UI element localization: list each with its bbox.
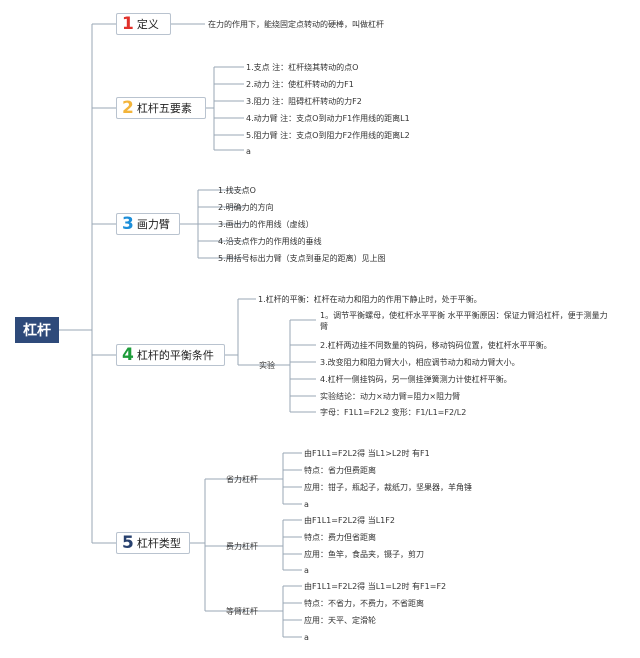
list-item: 3.阻力 注：阻碍杠杆转动的力F2 <box>246 97 362 106</box>
list-item: a <box>304 566 309 575</box>
lever-type-label: 费力杠杆 <box>226 542 258 551</box>
topic-number: 2 <box>122 97 134 118</box>
list-item: a <box>304 633 309 642</box>
list-item: 由F1L1=F2L2得 当L1F2 <box>304 516 395 525</box>
list-item: 2.动力 注：使杠杆转动的力F1 <box>246 80 354 89</box>
list-item: 由F1L1=F2L2得 当L1>L2时 有F1 <box>304 449 430 458</box>
topic-balance[interactable]: 4 杠杆的平衡条件 <box>116 344 225 366</box>
list-item: 5.阻力臂 注：支点O到阻力F2作用线的距离L2 <box>246 131 410 140</box>
lever-type-label: 等臂杠杆 <box>226 607 258 616</box>
list-item: 应用：天平、定滑轮 <box>304 616 376 625</box>
list-item: 应用：钳子，瓶起子，裁纸刀，坚果器，羊角锤 <box>304 483 472 492</box>
list-item: 4.动力臂 注：支点O到动力F1作用线的距离L1 <box>246 114 410 123</box>
topic-number: 4 <box>122 344 134 365</box>
list-item: a <box>246 147 251 156</box>
list-item: 1.支点 注：杠杆绕其转动的点O <box>246 63 359 72</box>
list-item: a <box>304 500 309 509</box>
experiment-item: 3.改变阻力和阻力臂大小，相应调节动力和动力臂大小。 <box>320 358 520 367</box>
list-item: 4.沿支点作力的作用线的垂线 <box>218 237 322 246</box>
experiment-item: 2.杠杆两边挂不同数量的钩码，移动钩码位置，使杠杆水平平衡。 <box>320 341 552 350</box>
experiment-label: 实验 <box>259 361 275 370</box>
topic-number: 3 <box>122 213 134 234</box>
topic-label: 杠杆五要素 <box>136 102 192 115</box>
topic-label: 画力臂 <box>136 218 170 231</box>
list-item: 特点：费力但省距离 <box>304 533 376 542</box>
topic-definition[interactable]: 1 定义 <box>116 13 171 35</box>
topic-label: 定义 <box>136 18 159 31</box>
list-item: 5.用括号标出力臂（支点到垂足的距离）见上图 <box>218 254 386 263</box>
topic-label: 杠杆的平衡条件 <box>136 349 214 362</box>
topic-lever-types[interactable]: 5 杠杆类型 <box>116 532 190 554</box>
topic-number: 5 <box>122 532 134 553</box>
definition-text: 在力的作用下，能绕固定点转动的硬棒，叫做杠杆 <box>208 20 384 29</box>
list-item: 3.画出力的作用线（虚线） <box>218 220 314 229</box>
topic-label: 杠杆类型 <box>136 537 181 550</box>
list-item: 1.找支点O <box>218 186 256 195</box>
list-item: 应用：鱼竿，食品夹，镊子，剪刀 <box>304 550 424 559</box>
topic-five-elements[interactable]: 2 杠杆五要素 <box>116 97 206 119</box>
experiment-item: 1。调节平衡螺母，使杠杆水平平衡 水平平衡原因：保证力臂沿杠杆，便于测量力臂 <box>320 311 608 331</box>
topic-draw-arm[interactable]: 3 画力臂 <box>116 213 180 235</box>
experiment-item: 字母：F1L1=F2L2 变形：F1/L1=F2/L2 <box>320 408 467 417</box>
experiment-item: 4.杠杆一侧挂钩码，另一侧挂弹簧测力计使杠杆平衡。 <box>320 375 512 384</box>
root-node[interactable]: 杠杆 <box>15 317 59 343</box>
topic-number: 1 <box>122 13 134 34</box>
list-item: 由F1L1=F2L2得 当L1=L2时 有F1=F2 <box>304 582 447 591</box>
lever-type-label: 省力杠杆 <box>226 475 258 484</box>
list-item: 特点：省力但费距离 <box>304 466 376 475</box>
list-item: 2.明确力的方向 <box>218 203 274 212</box>
experiment-item: 实验结论：动力×动力臂=阻力×阻力臂 <box>320 392 461 401</box>
balance-definition: 1.杠杆的平衡：杠杆在动力和阻力的作用下静止时，处于平衡。 <box>258 295 482 304</box>
list-item: 特点：不省力，不费力，不省距离 <box>304 599 424 608</box>
